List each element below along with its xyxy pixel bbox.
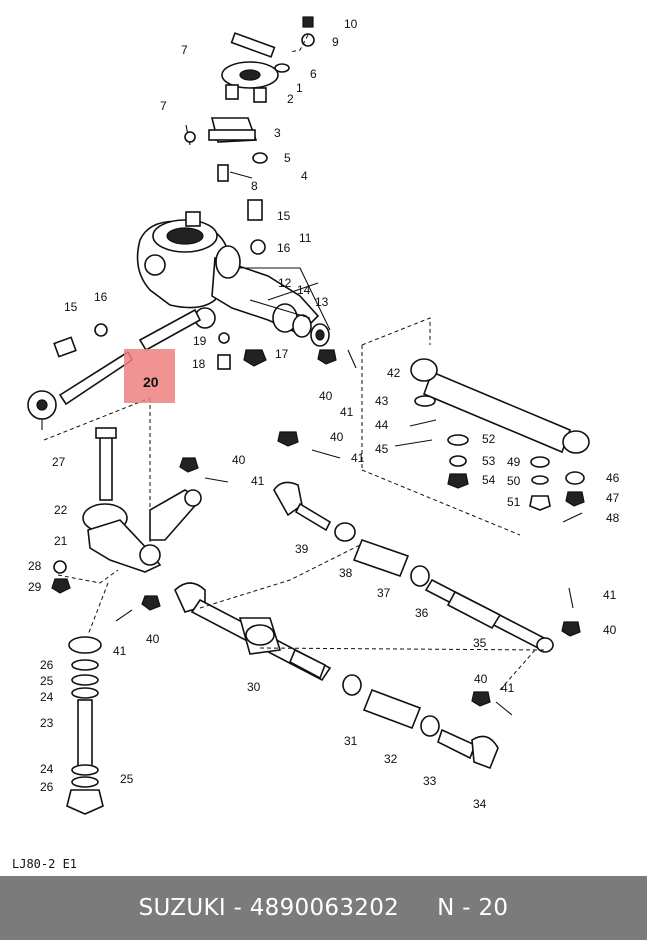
callout-label: 9 — [332, 35, 339, 49]
callout-label: 46 — [606, 471, 620, 485]
callout-label: 2 — [287, 92, 294, 106]
callout-label: 45 — [375, 442, 389, 456]
callout-label: 15 — [277, 209, 291, 223]
idler-arm-assembly — [51, 427, 229, 636]
callout-label: 8 — [251, 179, 258, 193]
callout-label: 32 — [384, 752, 398, 766]
callout-label: 7 — [160, 99, 167, 113]
tie-rods — [174, 349, 581, 770]
callout-label: 11 — [299, 231, 312, 245]
callout-label: 41 — [340, 405, 354, 419]
callout-label: 48 — [606, 511, 620, 525]
callout-label: 41 — [113, 644, 127, 658]
callout-label: 16 — [94, 290, 108, 304]
callout-label: 26 — [40, 658, 54, 672]
callout-label: 26 — [40, 780, 54, 794]
callout-label: 51 — [507, 495, 521, 509]
callout-label: 12 — [278, 276, 292, 290]
callout-label: 19 — [193, 334, 207, 348]
callout-label: 35 — [473, 636, 487, 650]
callout-label: 40 — [232, 453, 246, 467]
callout-label: 22 — [54, 503, 68, 517]
callout-label: 41 — [251, 474, 265, 488]
callout-label: 40 — [330, 430, 344, 444]
callout-label: 10 — [344, 17, 358, 31]
callout-label: 49 — [507, 455, 521, 469]
callout-label: 29 — [28, 580, 42, 594]
callout-label: 14 — [297, 283, 311, 297]
callout-label: 21 — [54, 534, 68, 548]
callout-label: 33 — [423, 774, 437, 788]
callout-label: 24 — [40, 762, 54, 776]
callout-label: 54 — [482, 473, 496, 487]
callout-label: 42 — [387, 366, 401, 380]
callout-label: 39 — [295, 542, 309, 556]
callout-label: 53 — [482, 454, 496, 468]
callout-label: 13 — [315, 295, 329, 309]
highlight-label: 20 — [143, 374, 159, 390]
upper-column-parts — [184, 16, 315, 182]
callout-label: 18 — [192, 357, 206, 371]
callout-label: 41 — [351, 451, 365, 465]
callout-label: 36 — [415, 606, 429, 620]
callout-label: 16 — [277, 241, 291, 255]
callout-label: 4 — [301, 169, 308, 183]
callout-label: 52 — [482, 432, 496, 446]
callout-label: 25 — [40, 674, 54, 688]
callout-label: 34 — [473, 797, 487, 811]
callout-label: 38 — [339, 566, 353, 580]
callout-label: 47 — [606, 491, 620, 505]
callout-label: 50 — [507, 474, 521, 488]
highlight-box — [124, 349, 175, 403]
callout-label: 31 — [344, 734, 358, 748]
kingpin-stack — [66, 636, 104, 815]
callout-label: 6 — [310, 67, 317, 81]
callout-label: 23 — [40, 716, 54, 730]
callout-label: 15 — [64, 300, 78, 314]
callout-label: 40 — [474, 672, 488, 686]
callout-label: 40 — [603, 623, 617, 637]
callout-label: 5 — [284, 151, 291, 165]
callout-label: 30 — [247, 680, 261, 694]
parts-diagram: 20 10 9 7 6 1 7 2 3 5 4 8 15 11 16 12 14… — [12, 16, 620, 871]
footer-bar: SUZUKI - 4890063202 N - 20 — [0, 876, 647, 940]
callout-label: 40 — [146, 632, 160, 646]
callout-label: 43 — [375, 394, 389, 408]
footer-text: SUZUKI - 4890063202 N - 20 — [138, 895, 509, 921]
callout-label: 37 — [377, 586, 391, 600]
callout-label: 41 — [603, 588, 617, 602]
drawing-code: LJ80-2 E1 — [12, 857, 77, 871]
steering-damper — [361, 317, 590, 536]
callout-label: 1 — [296, 81, 303, 95]
callout-label: 27 — [52, 455, 66, 469]
callout-label: 17 — [275, 347, 289, 361]
callout-label: 40 — [319, 389, 333, 403]
callout-label: 7 — [181, 43, 188, 57]
callout-label: 25 — [120, 772, 134, 786]
callout-label: 24 — [40, 690, 54, 704]
callout-label: 41 — [501, 681, 515, 695]
callout-label: 3 — [274, 126, 281, 140]
callout-label: 44 — [375, 418, 389, 432]
callout-labels: 10 9 7 6 1 7 2 3 5 4 8 15 11 16 12 14 13… — [28, 17, 620, 811]
callout-label: 28 — [28, 559, 42, 573]
